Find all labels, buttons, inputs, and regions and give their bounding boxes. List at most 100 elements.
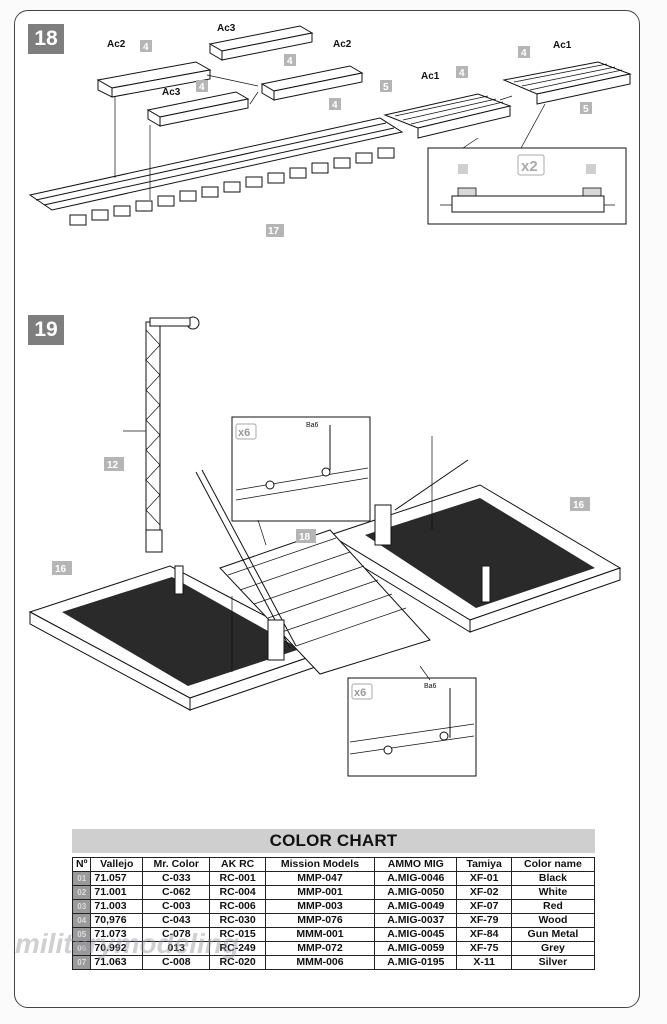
color-chart-title: COLOR CHART (72, 829, 595, 853)
track-assembly (28, 117, 404, 226)
svg-text:5: 5 (383, 82, 389, 93)
cell-mission-models: MMM-001 (264, 927, 376, 942)
board-ac3-top (208, 25, 314, 61)
row-index: 02 (71, 885, 92, 900)
label-ac1-right: Ac1 (553, 40, 572, 51)
header-color-name: Color name (510, 857, 596, 872)
svg-text:4: 4 (459, 68, 465, 79)
svg-text:Ba6: Ba6 (424, 683, 437, 690)
cell-tamiya: XF-07 (456, 899, 512, 914)
part-number-5-a: 5 (380, 80, 392, 93)
cell-tamiya: XF-79 (456, 913, 512, 928)
label-ac3-left: Ac3 (162, 87, 181, 98)
cell-ammo-mig: A.MIG-0037 (374, 913, 458, 928)
header-ak-rc: AK RC (209, 857, 266, 872)
svg-text:4: 4 (287, 56, 293, 67)
cell-vallejo: 71.003 (90, 899, 144, 914)
part-number-4-c: 4 (196, 80, 208, 93)
label-ac2-left: Ac2 (107, 39, 126, 50)
part-number-4-d: 4 (329, 98, 341, 111)
row-index: 07 (71, 955, 92, 970)
cell-vallejo: 71.063 (90, 955, 144, 970)
cell-vallejo: 71.057 (90, 871, 144, 886)
part-number-16-right: 16 (570, 497, 590, 511)
part-number-17: 17 (266, 224, 284, 237)
row-index: 01 (71, 871, 92, 886)
part-number-4-b: 4 (284, 54, 296, 67)
detail-inset-bottom: x6 Ba6 (347, 665, 477, 777)
svg-text:17: 17 (268, 226, 280, 237)
svg-text:4: 4 (521, 48, 527, 59)
color-chart-table: Nº Vallejo Mr. Color AK RC Mission Model… (71, 857, 596, 970)
header-mr-color: Mr. Color (142, 857, 211, 872)
cell-mr-color: C-003 (142, 899, 211, 914)
cell-vallejo: 71.073 (90, 927, 144, 942)
cell-ak-rc: RC-004 (209, 885, 266, 900)
label-ac1-mid: Ac1 (421, 71, 440, 82)
cell-mission-models: MMP-076 (264, 913, 376, 928)
cell-vallejo: 71.001 (90, 885, 144, 900)
step-18-illustration: Ac2 Ac3 Ac2 Ac3 Ac1 Ac1 4 4 4 4 4 4 5 5 … (28, 23, 632, 237)
svg-text:x2: x2 (521, 158, 538, 175)
table-row: 07 71.063 C-008 RC-020 MMM-006 A.MIG-019… (71, 955, 596, 970)
detail-inset-top: x6 Ba6 (231, 416, 371, 546)
svg-text:5: 5 (583, 104, 589, 115)
part-number-18: 18 (296, 529, 316, 543)
step-19-badge: 19 (28, 315, 64, 345)
svg-text:4: 4 (199, 82, 205, 93)
signal-tower (123, 316, 200, 553)
svg-text:4: 4 (143, 42, 149, 53)
board-ac3-left (146, 91, 250, 127)
cell-tamiya: X-11 (456, 955, 512, 970)
label-ac3-top: Ac3 (217, 23, 236, 34)
table-row: 06 70.992 013 RC-249 MMP-072 A.MIG-0059 … (71, 941, 596, 956)
cell-mr-color: C-043 (142, 913, 211, 928)
part-number-4-f: 4 (518, 46, 530, 59)
cell-mission-models: MMP-003 (264, 899, 376, 914)
board-ac2-right (260, 65, 364, 101)
header-mission-models: Mission Models (264, 857, 376, 872)
cell-mission-models: MMP-072 (264, 941, 376, 956)
cell-ammo-mig: A.MIG-0195 (374, 955, 458, 970)
part-number-4-e: 4 (456, 66, 468, 79)
table-row: 01 71.057 C-033 RC-001 MMP-047 A.MIG-004… (71, 871, 596, 886)
cell-color-name: Gun Metal (510, 927, 596, 942)
svg-text:18: 18 (299, 532, 311, 543)
header-tamiya: Tamiya (456, 857, 512, 872)
cell-mr-color: C-062 (142, 885, 211, 900)
part-number-16-left: 16 (52, 561, 72, 575)
cell-mr-color: 013 (142, 941, 211, 956)
color-chart: COLOR CHART Nº Vallejo Mr. Color AK RC M… (71, 829, 596, 970)
svg-text:16: 16 (55, 564, 67, 575)
cell-color-name: White (510, 885, 596, 900)
cell-tamiya: XF-75 (456, 941, 512, 956)
cell-mr-color: C-078 (142, 927, 211, 942)
cell-ammo-mig: A.MIG-0045 (374, 927, 458, 942)
cell-mr-color: C-008 (142, 955, 211, 970)
svg-text:16: 16 (573, 500, 585, 511)
board-ac2-left (96, 61, 212, 98)
header-ammo-mig: AMMO MIG (374, 857, 458, 872)
header-no: Nº (71, 857, 92, 872)
cell-ak-rc: RC-006 (209, 899, 266, 914)
board-ac1-mid (383, 93, 512, 139)
row-index: 05 (71, 927, 92, 942)
cell-vallejo: 70,976 (90, 913, 144, 928)
cell-color-name: Wood (510, 913, 596, 928)
part-number-12: 12 (104, 457, 124, 471)
color-chart-header-row: Nº Vallejo Mr. Color AK RC Mission Model… (71, 857, 596, 872)
svg-text:4: 4 (332, 100, 338, 111)
detail-inset-step18: x2 (427, 147, 627, 225)
svg-text:12: 12 (107, 460, 119, 471)
cell-color-name: Red (510, 899, 596, 914)
cell-color-name: Black (510, 871, 596, 886)
cell-tamiya: XF-02 (456, 885, 512, 900)
table-row: 05 71.073 C-078 RC-015 MMM-001 A.MIG-004… (71, 927, 596, 942)
svg-text:Ba6: Ba6 (306, 422, 319, 429)
step-18-badge: 18 (28, 24, 64, 54)
cell-mr-color: C-033 (142, 871, 211, 886)
svg-text:x6: x6 (238, 427, 250, 439)
cell-ak-rc: RC-030 (209, 913, 266, 928)
cell-ak-rc: RC-001 (209, 871, 266, 886)
table-row: 04 70,976 C-043 RC-030 MMP-076 A.MIG-003… (71, 913, 596, 928)
